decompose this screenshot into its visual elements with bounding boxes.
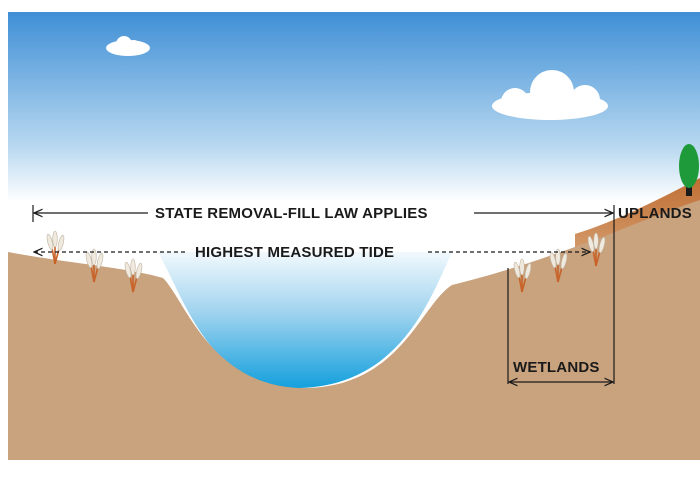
water <box>158 252 452 389</box>
tree-icon <box>679 144 699 196</box>
highest-tide-label: HIGHEST MEASURED TIDE <box>195 244 394 261</box>
uplands-label: UPLANDS <box>618 205 692 222</box>
removal-fill-label: STATE REMOVAL-FILL LAW APPLIES <box>155 205 428 222</box>
ground <box>8 200 700 460</box>
cloud-icon <box>106 36 150 56</box>
wetlands-label: WETLANDS <box>513 359 600 376</box>
cloud-icon <box>492 70 608 120</box>
